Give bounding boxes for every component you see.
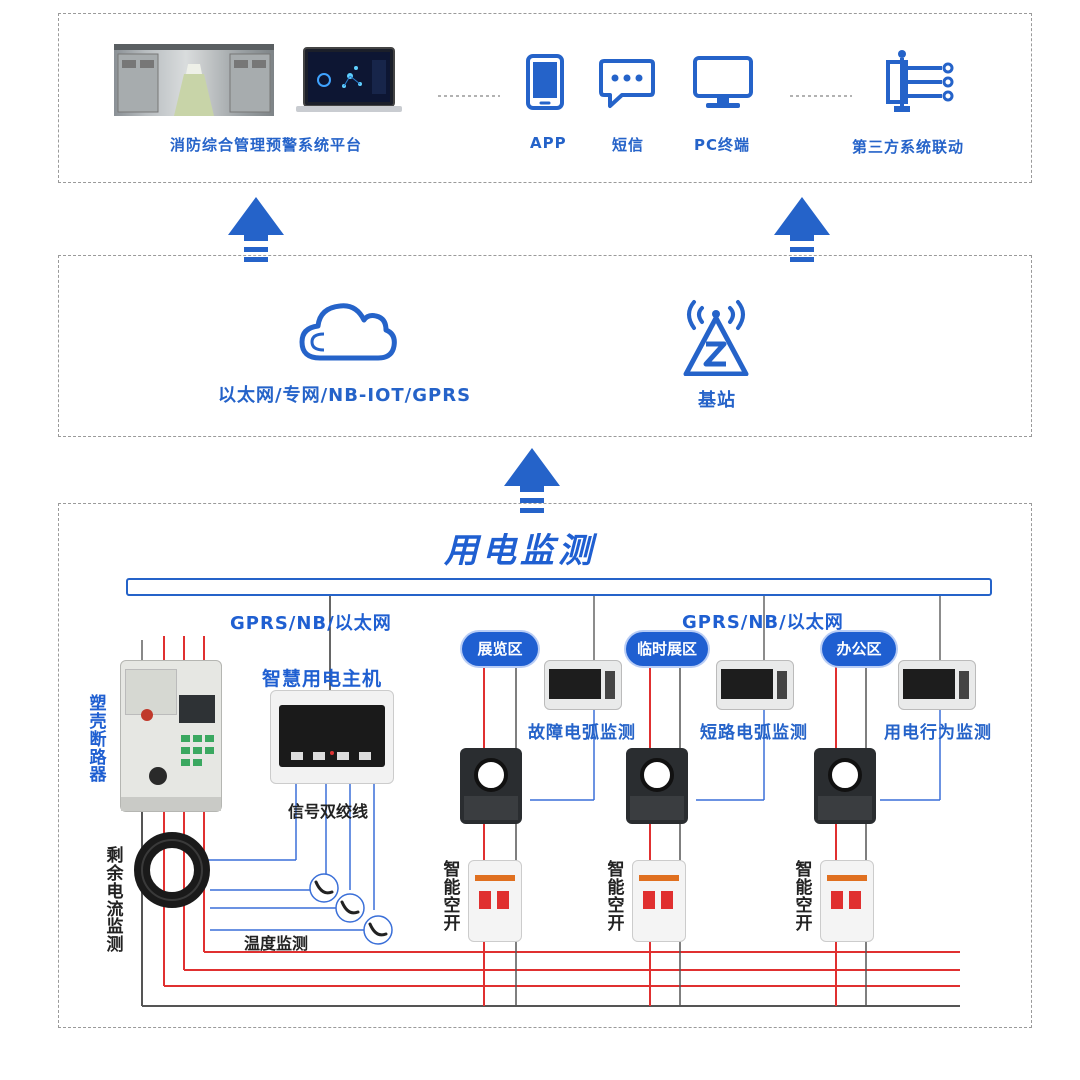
zone-pill-office: 办公区 bbox=[822, 632, 896, 666]
smart-switch bbox=[632, 860, 686, 942]
network-label: 以太网/专网/NB-IOT/GPRS bbox=[218, 385, 472, 406]
third-party-icon bbox=[882, 48, 956, 118]
station-label: 基站 bbox=[698, 390, 736, 411]
bus-bar bbox=[126, 578, 992, 596]
phone-icon bbox=[526, 54, 564, 114]
zone-pill-temporary: 临时展区 bbox=[626, 632, 708, 666]
switch-label-3: 智能空开 bbox=[795, 860, 813, 934]
arc-monitor-device bbox=[716, 660, 794, 710]
smart-switch bbox=[468, 860, 522, 942]
host-label: 智慧用电主机 bbox=[262, 668, 383, 690]
zone-monitor-label-2: 短路电弧监测 bbox=[700, 723, 808, 743]
chat-icon bbox=[598, 58, 656, 114]
base-station-icon bbox=[680, 294, 752, 380]
smart-host-device bbox=[270, 690, 394, 784]
up-arrow-icon bbox=[504, 448, 560, 513]
sms-label: 短信 bbox=[612, 136, 645, 154]
pc-label: PC终端 bbox=[694, 136, 751, 154]
platform-panel bbox=[58, 13, 1032, 183]
zone-monitor-label-3: 用电行为监测 bbox=[884, 723, 992, 743]
temp-label: 温度监测 bbox=[244, 934, 309, 953]
molded-case-breaker bbox=[120, 660, 222, 812]
smart-switch bbox=[820, 860, 874, 942]
laptop-icon bbox=[296, 46, 402, 120]
monitor-icon bbox=[692, 55, 754, 115]
switch-label-2: 智能空开 bbox=[607, 860, 625, 934]
cloud-icon bbox=[298, 296, 398, 370]
arc-monitor-device bbox=[898, 660, 976, 710]
top-dashed-line-left bbox=[438, 95, 500, 97]
ct-sensor bbox=[460, 748, 522, 824]
network-panel bbox=[58, 255, 1032, 437]
residual-label: 剩余电流监测 bbox=[106, 846, 124, 956]
bus-label-right: GPRS/NB/以太网 bbox=[682, 612, 844, 633]
arc-monitor-device bbox=[544, 660, 622, 710]
third-party-label: 第三方系统联动 bbox=[852, 138, 965, 156]
up-arrow-icon bbox=[228, 197, 284, 262]
top-dashed-line-right bbox=[790, 95, 852, 97]
app-label: APP bbox=[530, 134, 567, 152]
breaker-label: 塑壳断路器 bbox=[89, 694, 107, 786]
up-arrow-icon bbox=[774, 197, 830, 262]
platform-label: 消防综合管理预警系统平台 bbox=[170, 136, 363, 154]
monitoring-title: 用电监测 bbox=[444, 531, 596, 571]
ct-sensor bbox=[626, 748, 688, 824]
ct-sensor bbox=[814, 748, 876, 824]
monitoring-panel bbox=[58, 503, 1032, 1028]
server-room-photo bbox=[114, 44, 274, 116]
signal-label: 信号双绞线 bbox=[288, 802, 369, 821]
zone-monitor-label-1: 故障电弧监测 bbox=[528, 723, 636, 743]
bus-label-left: GPRS/NB/以太网 bbox=[230, 613, 392, 634]
switch-label-1: 智能空开 bbox=[443, 860, 461, 934]
zone-pill-exhibition: 展览区 bbox=[462, 632, 538, 666]
